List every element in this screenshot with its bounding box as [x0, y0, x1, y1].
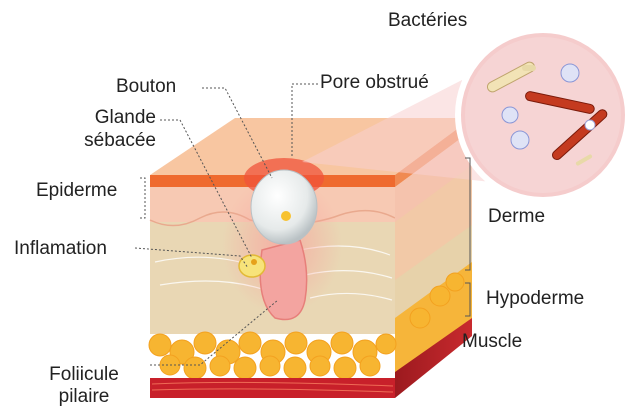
- hair-follicle: [260, 240, 306, 320]
- label-bacteria: Bactéries: [388, 10, 467, 32]
- label-pore: Pore obstrué: [320, 72, 429, 94]
- label-follicule-2: pilaire: [36, 386, 132, 408]
- label-bouton: Bouton: [116, 76, 176, 98]
- sebaceous-gland: [239, 255, 265, 277]
- pimple: [251, 170, 317, 244]
- label-glande-2: sébacée: [74, 130, 156, 152]
- sebaceous-gland-core: [251, 259, 257, 265]
- label-follicule-1: Foliicule: [36, 364, 132, 386]
- label-hypoderme: Hypoderme: [486, 288, 584, 310]
- label-glande-1: Glande: [84, 107, 156, 129]
- label-derme: Derme: [488, 206, 545, 228]
- label-muscle: Muscle: [462, 331, 522, 353]
- muscle-layer: [150, 378, 395, 398]
- label-epiderme: Epiderme: [36, 180, 117, 202]
- pimple-pus-dot: [281, 211, 291, 221]
- label-inflamation: Inflamation: [14, 238, 107, 260]
- epiderme-bracket: [140, 178, 145, 218]
